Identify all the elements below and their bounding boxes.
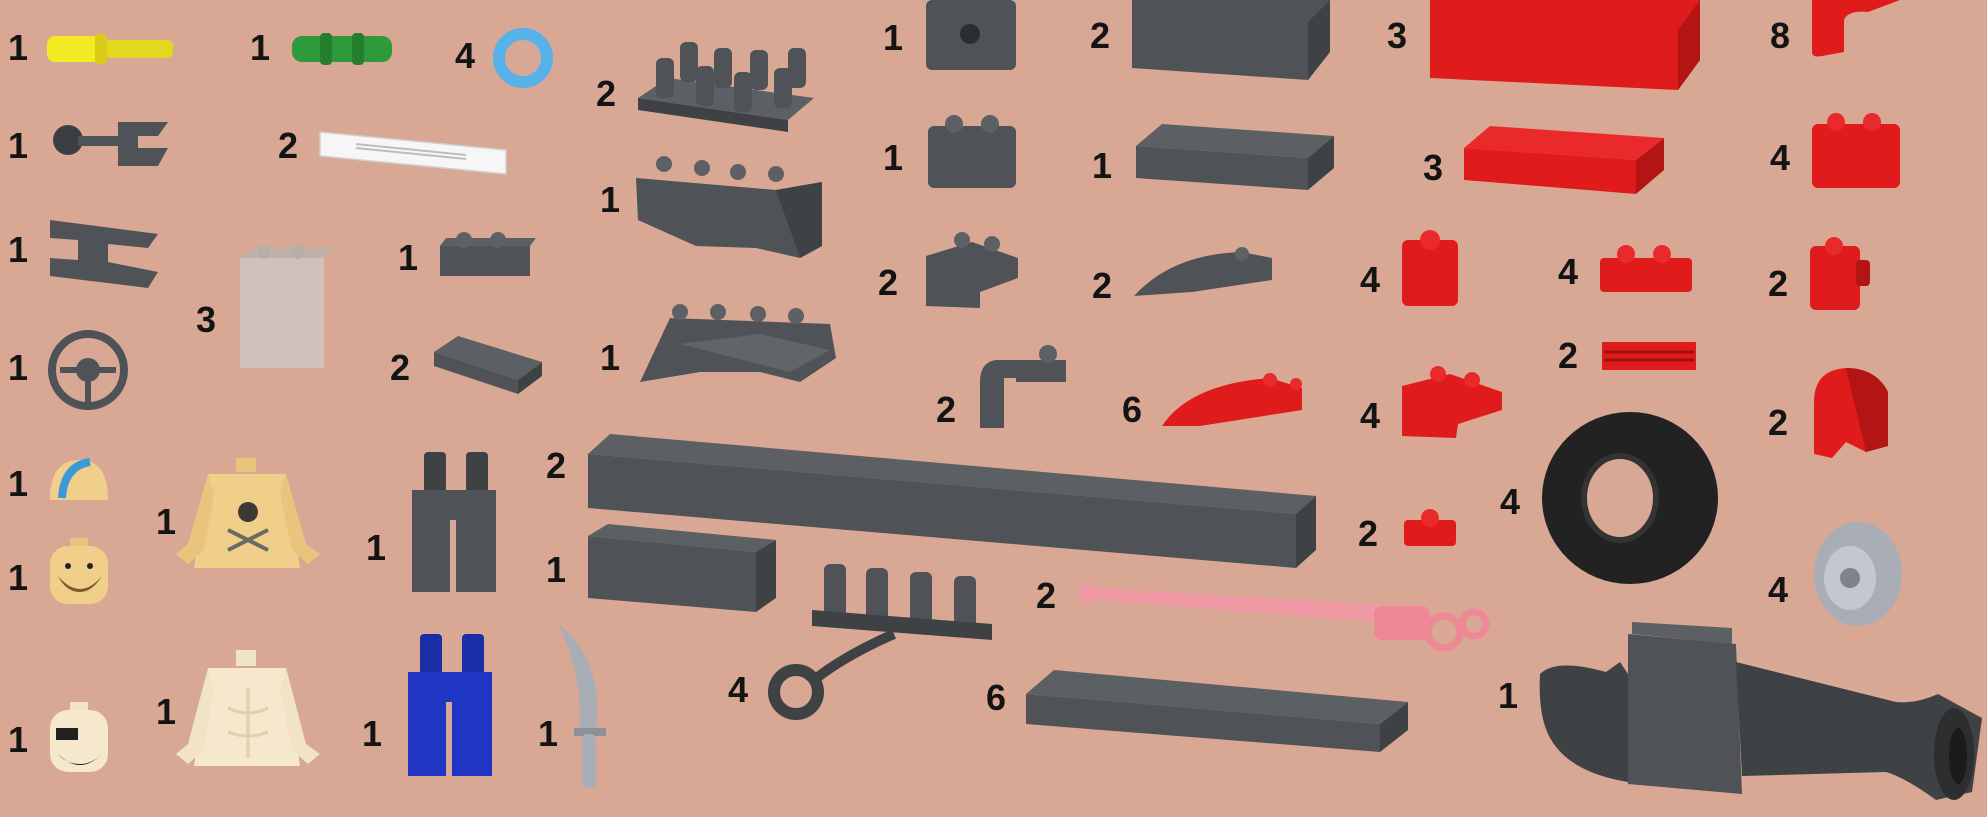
quantity-label: 1 (883, 140, 903, 176)
quantity-label: 2 (278, 128, 298, 164)
torso-pirate-icon (168, 454, 330, 584)
quantity-label: 8 (1770, 18, 1790, 54)
wedge-brick-icon (636, 150, 826, 260)
quantity-label: 3 (196, 302, 216, 338)
brick-2x6-red-icon (1428, 0, 1708, 92)
tire-black-icon (1538, 408, 1722, 588)
quantity-label: 2 (390, 350, 410, 386)
cannon-engine-icon (1536, 622, 1986, 817)
quantity-label: 4 (728, 672, 748, 708)
brick-1x4-gray-icon (586, 522, 780, 614)
quantity-label: 1 (8, 466, 28, 502)
slope-1x2-red-icon (1398, 366, 1508, 440)
steering-wheel-icon (46, 328, 132, 414)
quantity-label: 3 (1387, 18, 1407, 54)
fence-bar-gray-icon (764, 560, 998, 724)
red-curved-piece-icon (1808, 0, 1908, 60)
quantity-label: 1 (8, 560, 28, 596)
quantity-label: 1 (8, 722, 28, 758)
quantity-label: 2 (1768, 266, 1788, 302)
quantity-label: 2 (596, 76, 616, 112)
tile-2x2-gray-icon (430, 332, 550, 398)
plate-1x2-red-icon (1596, 240, 1702, 298)
quantity-label: 1 (362, 716, 382, 752)
mudguard-red-icon (1806, 362, 1896, 460)
legs-dark-gray-icon (404, 450, 500, 596)
brick-2x4-tall-studs-icon (638, 28, 818, 133)
plate-1x1-red-icon (1400, 506, 1460, 550)
minifig-hair-icon (46, 454, 112, 504)
minifig-head-eyepatch-icon (46, 700, 112, 776)
brick-1x1-red-icon (1398, 228, 1468, 310)
quantity-label: 2 (878, 265, 898, 301)
quantity-label: 1 (366, 530, 386, 566)
lightsaber-trans-red-icon (1074, 578, 1490, 662)
torso-bare-icon (168, 648, 330, 784)
brick-1x1-clip-red-icon (1806, 234, 1876, 314)
quantity-label: 2 (1090, 18, 1110, 54)
quantity-label: 1 (600, 340, 620, 376)
plate-1x2-gray-icon (436, 230, 540, 282)
quantity-label: 4 (1768, 572, 1788, 608)
quantity-label: 1 (1092, 148, 1112, 184)
quantity-label: 4 (1558, 254, 1578, 290)
axle-white-icon (316, 122, 516, 182)
quantity-label: 2 (1768, 405, 1788, 441)
quantity-label: 1 (250, 30, 270, 66)
quantity-label: 2 (1558, 338, 1578, 374)
technic-pin-yellow-icon (45, 30, 185, 70)
quantity-label: 1 (8, 30, 28, 66)
minifig-head-beard-icon (46, 536, 112, 608)
brick-1x2-gray-icon (924, 110, 1024, 192)
brick-2x4-gray-icon (1130, 0, 1340, 82)
panel-trans-clear-icon (236, 246, 342, 374)
quantity-label: 2 (1092, 268, 1112, 304)
wedge-brick-long-icon (640, 288, 840, 388)
quantity-label: 4 (1770, 140, 1790, 176)
plate-2x4-gray-icon (1132, 118, 1338, 198)
quantity-label: 4 (1500, 484, 1520, 520)
quantity-label: 2 (1358, 516, 1378, 552)
technic-pin-green-icon (290, 30, 400, 70)
bush-ring-blue-icon (493, 28, 553, 88)
quantity-label: 1 (8, 350, 28, 386)
sword-scimitar-icon (556, 620, 616, 792)
grille-tile-red-icon (1598, 334, 1704, 374)
quantity-label: 2 (546, 448, 566, 484)
legs-blue-icon (400, 632, 496, 780)
quantity-label: 1 (8, 232, 28, 268)
quantity-label: 1 (883, 20, 903, 56)
quantity-label: 6 (986, 680, 1006, 716)
brick-1x2-red-icon (1808, 110, 1908, 192)
quantity-label: 1 (546, 552, 566, 588)
quantity-label: 1 (1498, 678, 1518, 714)
quantity-label: 4 (455, 38, 475, 74)
curved-slope-gray-icon (1132, 244, 1282, 302)
wheel-rim-gray-icon (1806, 518, 1906, 630)
quantity-label: 1 (600, 182, 620, 218)
ball-joint-icon (48, 118, 178, 180)
brick-1x1-hole-icon (922, 0, 1022, 75)
quantity-label: 1 (8, 128, 28, 164)
quantity-label: 2 (1036, 578, 1056, 614)
h-clip-icon (48, 218, 168, 292)
quantity-label: 1 (398, 240, 418, 276)
plate-2x8-gray-icon (1024, 652, 1408, 756)
plate-2x4-red-icon (1460, 120, 1670, 202)
quantity-label: 4 (1360, 398, 1380, 434)
quantity-label: 3 (1423, 150, 1443, 186)
quantity-label: 4 (1360, 262, 1380, 298)
slope-1x2-gray-icon (922, 232, 1032, 312)
